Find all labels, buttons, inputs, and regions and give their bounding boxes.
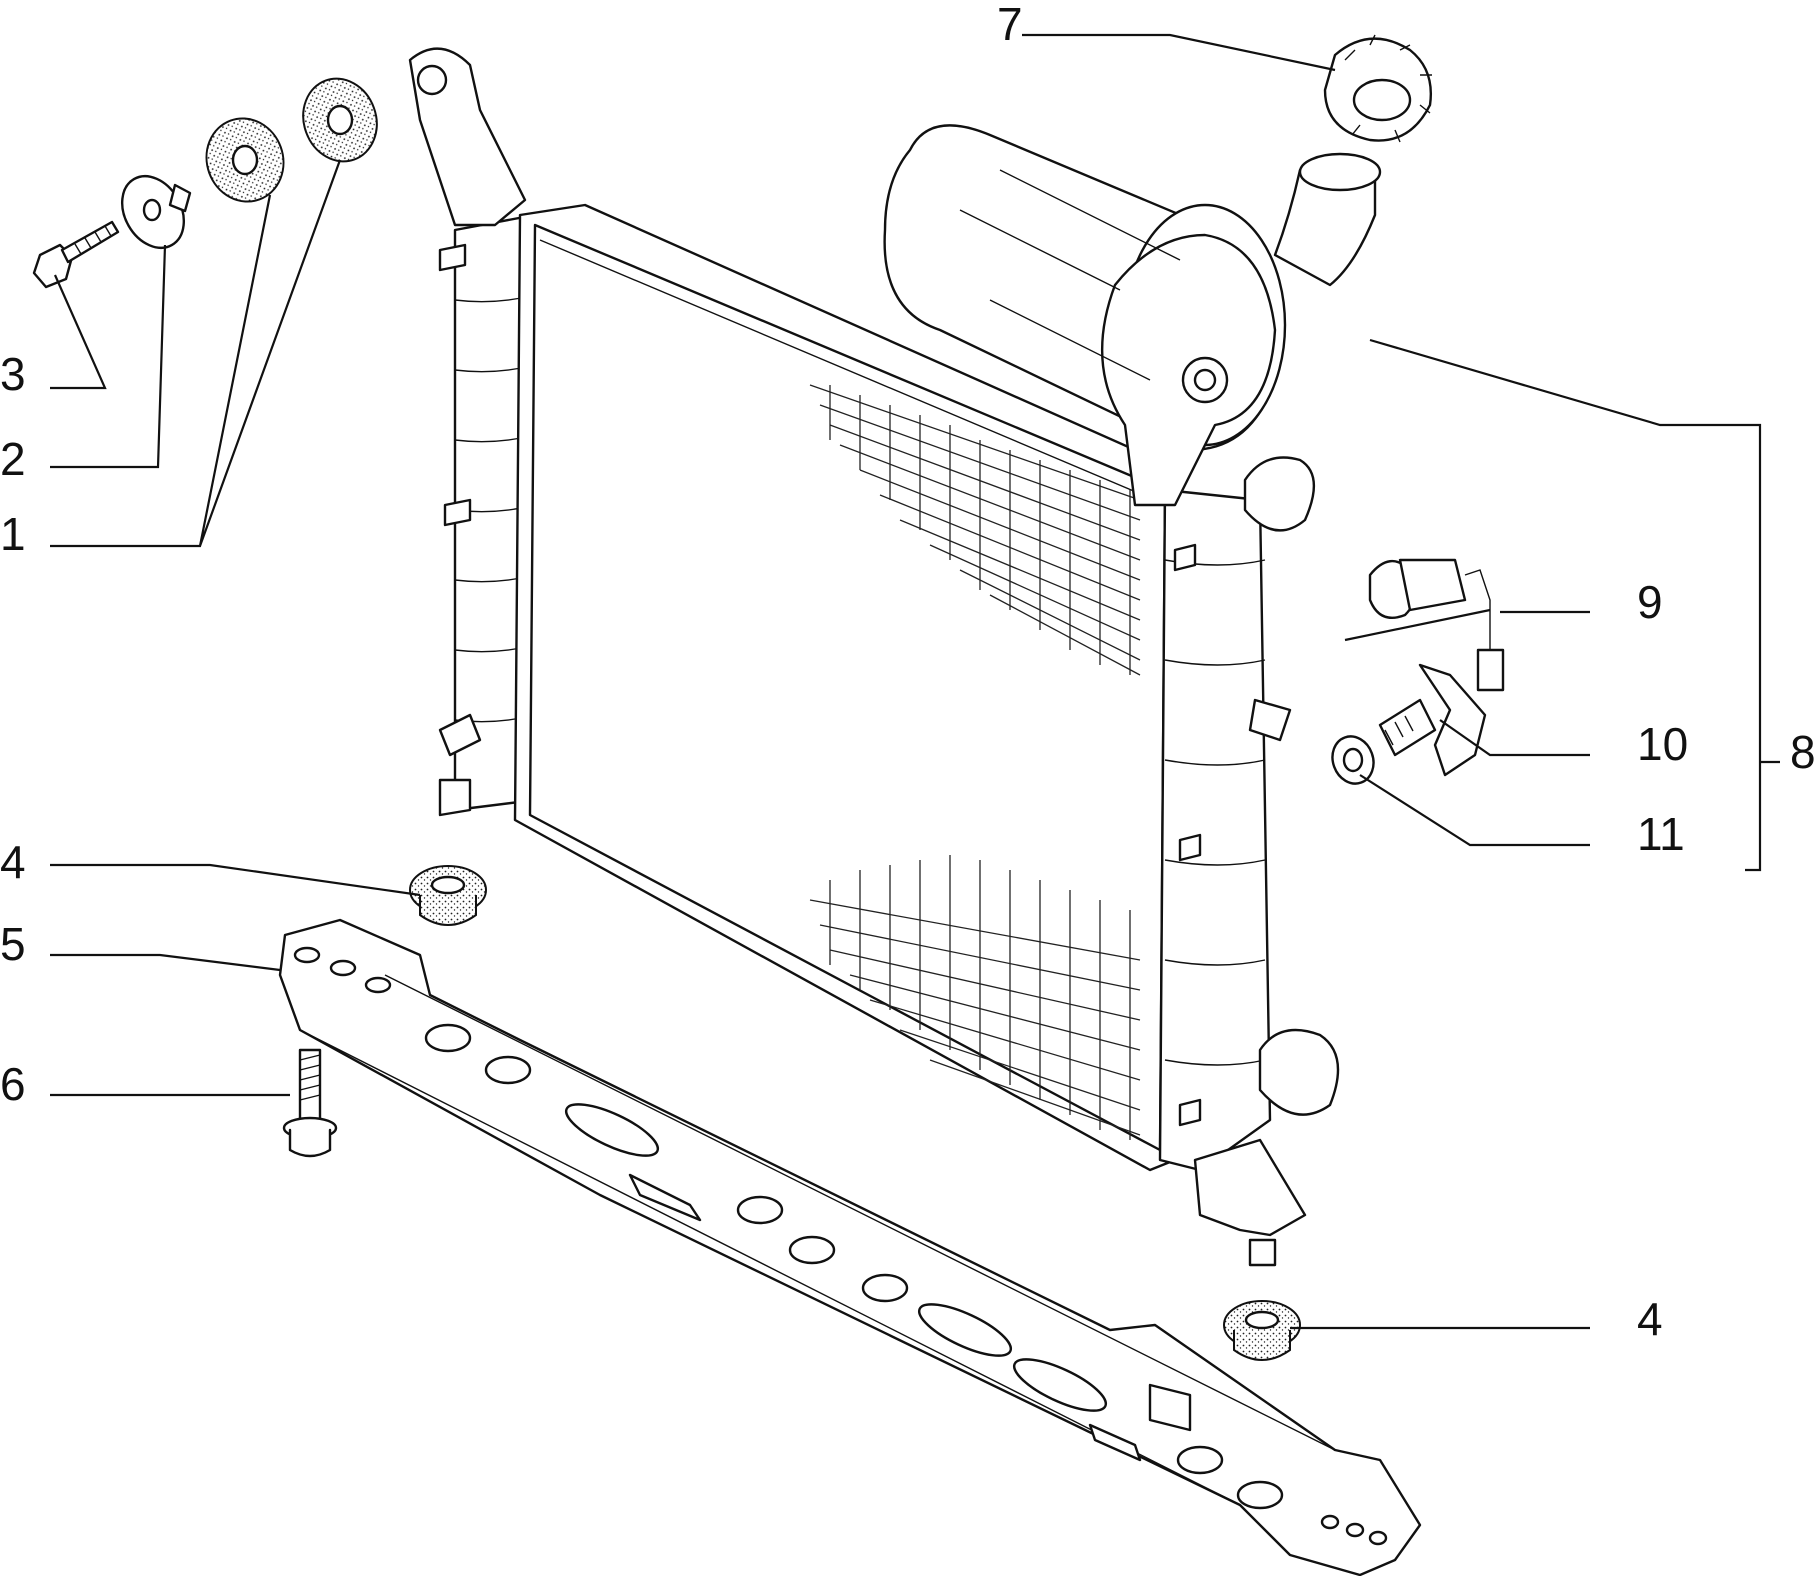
filler-neck <box>1273 168 1377 287</box>
callout-6: 6 <box>0 1058 26 1110</box>
rubber-mount-upper <box>409 865 487 926</box>
core-fins-upper <box>809 384 1141 676</box>
callout-5: 5 <box>0 918 26 970</box>
washer-2 <box>120 175 192 249</box>
callout-10: 10 <box>1637 718 1688 770</box>
right-bottom-bracket <box>1193 1138 1307 1237</box>
callout-9: 9 <box>1637 576 1663 628</box>
drain-plug-10 <box>1378 663 1487 777</box>
callout-7: 7 <box>997 0 1023 50</box>
expansion-tank <box>883 124 1382 507</box>
core-fins-lower <box>809 855 1141 1140</box>
callout-8: 8 <box>1790 726 1816 778</box>
bolt-6 <box>282 1048 338 1158</box>
rubber-mount-lower <box>1223 1300 1301 1361</box>
lower-crossmember <box>278 918 1422 1576</box>
seal-washer-11 <box>1331 735 1375 785</box>
leader-lines <box>50 33 1780 1330</box>
bush-1b <box>302 77 378 163</box>
callout-2: 2 <box>0 433 26 485</box>
bolt-3 <box>32 220 120 289</box>
callout-11: 11 <box>1637 808 1685 860</box>
callout-labels: 7 3 2 1 9 10 8 11 4 5 6 4 <box>0 0 1816 1345</box>
callout-4-upper: 4 <box>0 836 26 888</box>
bush-1a <box>205 117 285 203</box>
lower-hose-outlet <box>1258 1028 1340 1116</box>
callout-4-lower: 4 <box>1637 1293 1663 1345</box>
callout-1: 1 <box>0 508 26 560</box>
filler-cap <box>1323 34 1432 143</box>
right-tank <box>1158 488 1272 1172</box>
radiator <box>408 47 1340 1267</box>
callout-3: 3 <box>0 348 26 400</box>
upper-hose-outlet <box>1243 456 1316 532</box>
temperature-switch-9 <box>1368 558 1505 692</box>
